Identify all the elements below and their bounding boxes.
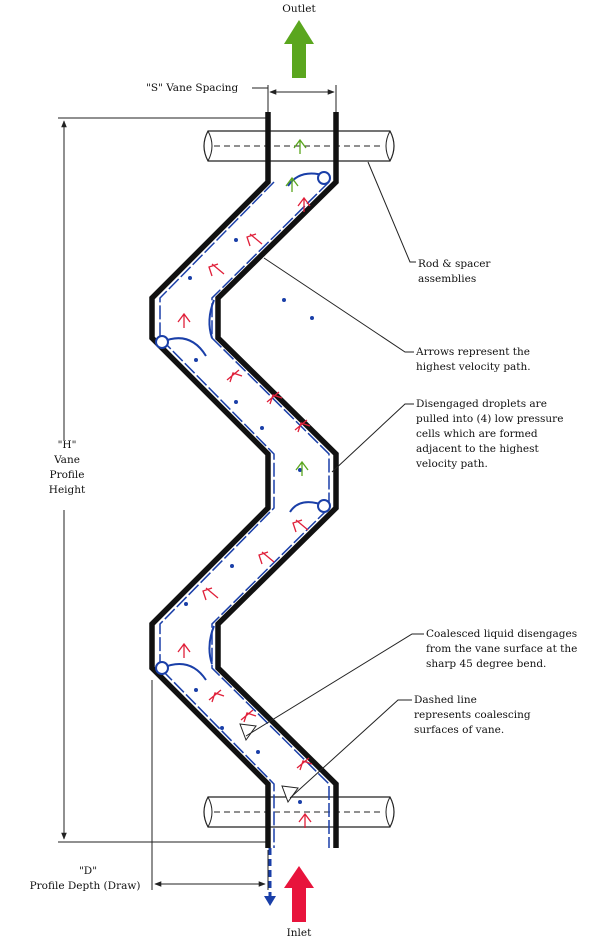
disengaged-callout-4: adjacent to the highest <box>416 443 540 455</box>
disengaged-callout-5: velocity path. <box>415 458 488 470</box>
coalesced-callout-3: sharp 45 degree bend. <box>426 658 546 670</box>
coalesced-callout-2: from the vane surface at the <box>426 643 577 655</box>
height-label-vane: Vane <box>53 454 80 466</box>
inlet-label: Inlet <box>287 927 312 939</box>
inlet-arrow <box>284 866 314 922</box>
outlet-arrow <box>284 20 314 78</box>
disengaged-callout-1: Disengaged droplets are <box>416 398 547 410</box>
vane-spacing-label: "S" Vane Spacing <box>146 82 239 94</box>
right-coalescing-surface <box>211 181 330 848</box>
drainage-stream <box>264 848 276 906</box>
depth-label-text: Profile Depth (Draw) <box>30 880 141 892</box>
coalesced-callout-1: Coalesced liquid disengages <box>426 628 577 640</box>
dashed-callout-1: Dashed line <box>414 694 477 706</box>
droplet-markers <box>184 238 314 804</box>
height-dimension <box>52 117 268 843</box>
rod-callout-2: assemblies <box>418 273 476 285</box>
left-coalescing-surface <box>159 181 275 848</box>
vane-spacing-dimension <box>252 85 337 118</box>
disengaged-callout-2: pulled into (4) low pressure <box>416 413 563 425</box>
height-label-height: Height <box>49 484 86 496</box>
depth-dimension <box>151 680 269 890</box>
arrows-callout-1: Arrows represent the <box>415 346 530 358</box>
dashed-callout-2: represents coalescing <box>414 709 531 721</box>
height-label-h: "H" <box>58 439 77 451</box>
depth-label-d: "D" <box>79 865 97 877</box>
rod-callout-1: Rod & spacer <box>418 258 491 270</box>
velocity-arrows <box>177 196 313 828</box>
dashed-callout-3: surfaces of vane. <box>414 724 504 736</box>
disengaged-callout-3: cells which are formed <box>416 428 538 440</box>
bottom-rod-spacer-assembly <box>203 796 395 828</box>
green-flow-arrows <box>285 138 309 476</box>
arrows-callout-2: highest velocity path. <box>416 361 531 373</box>
outlet-label: Outlet <box>282 3 316 15</box>
left-vane-plate <box>149 112 271 848</box>
height-label-profile: Profile <box>50 469 85 481</box>
leader-lines <box>245 161 424 799</box>
right-vane-plate <box>215 112 339 848</box>
low-pressure-cells <box>155 171 331 681</box>
top-rod-spacer-assembly <box>203 130 395 162</box>
